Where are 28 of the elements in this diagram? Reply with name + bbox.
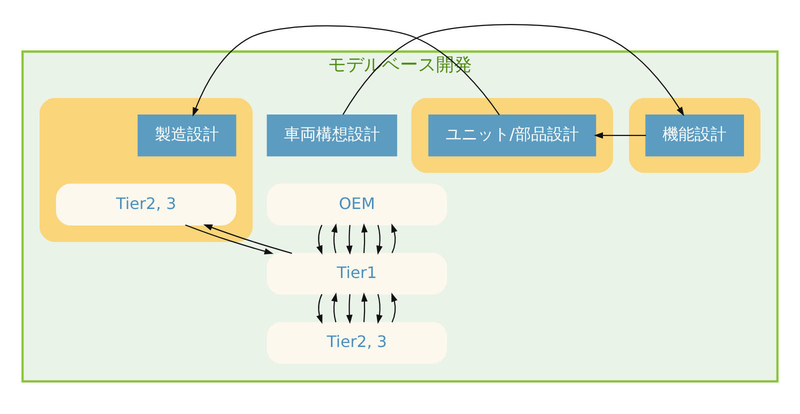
arrow xyxy=(185,224,274,254)
arrow xyxy=(331,292,338,322)
cluster xyxy=(40,98,253,242)
node-box: 製造設計 xyxy=(138,114,236,156)
arrow xyxy=(346,224,353,254)
arrow xyxy=(346,294,353,324)
arrow xyxy=(203,224,292,254)
cluster xyxy=(628,98,760,172)
arrow xyxy=(316,224,322,254)
node-box: OEM xyxy=(266,183,448,226)
node-box: ユニット/部品設計 xyxy=(428,114,596,156)
node-box: 車両構想設計 xyxy=(266,114,398,156)
arrow xyxy=(376,294,383,324)
node-box: 機能設計 xyxy=(645,114,744,156)
node-box: Tier1 xyxy=(266,252,448,294)
arrow xyxy=(331,222,338,253)
arrow xyxy=(192,24,500,116)
node-box: Tier2, 3 xyxy=(266,321,448,364)
arrow xyxy=(594,132,646,138)
cluster xyxy=(411,98,614,172)
arrow xyxy=(376,224,383,254)
node-box: Tier2, 3 xyxy=(56,183,236,226)
arrow xyxy=(342,24,684,116)
arrow xyxy=(391,222,398,253)
arrow xyxy=(316,293,322,324)
arrow xyxy=(361,292,368,322)
arrow xyxy=(361,222,368,253)
arrow xyxy=(391,292,398,322)
